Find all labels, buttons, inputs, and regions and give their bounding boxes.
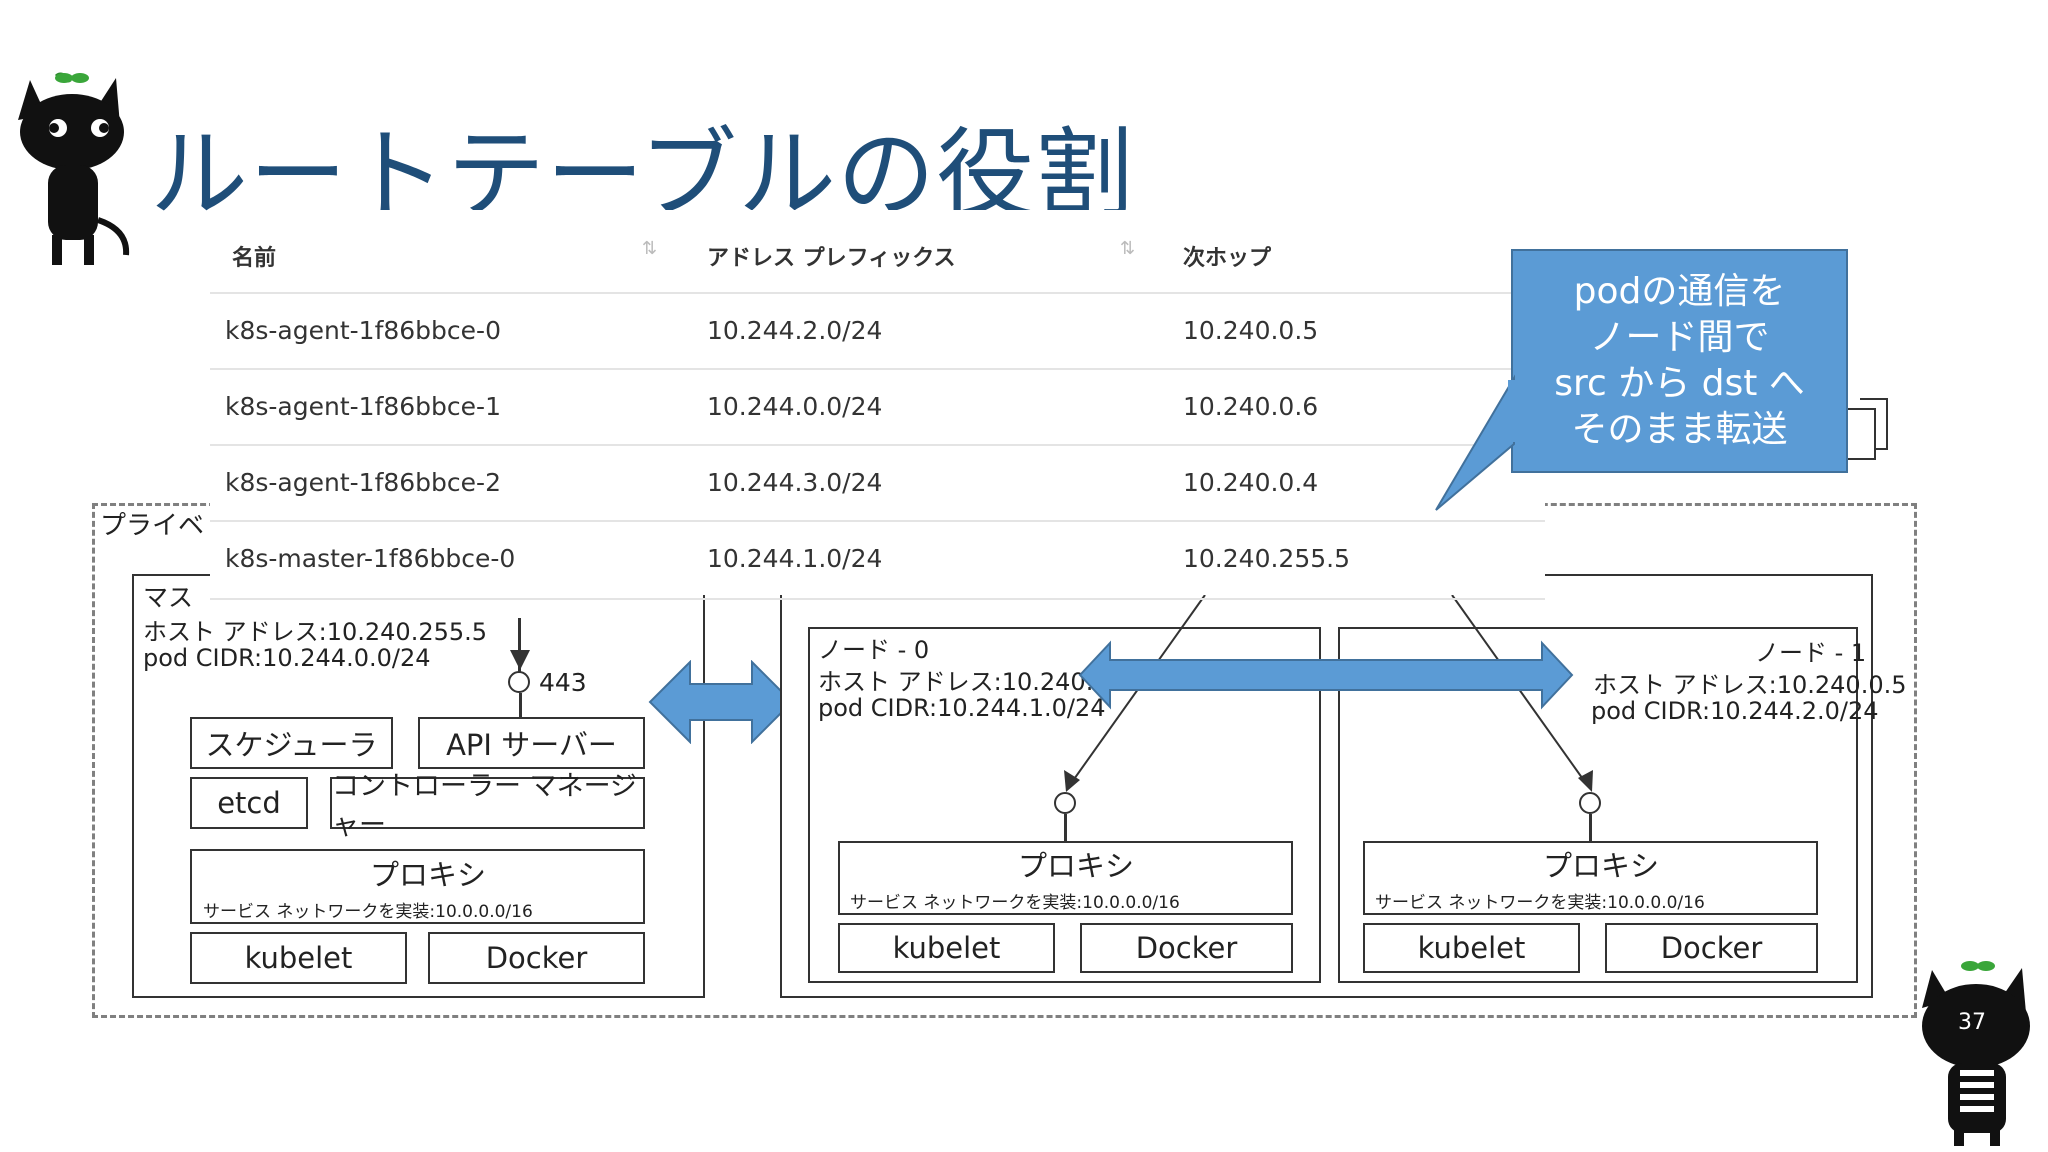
node0-label: ノード - 0: [818, 636, 930, 664]
node-to-node-double-arrow-icon: [1078, 640, 1574, 710]
node0-kubelet-box: kubelet: [838, 923, 1055, 973]
private-network-label: プライベ: [100, 511, 205, 541]
node0-host-address: ホスト アドレス:10.240.0.4: [818, 668, 1132, 696]
node1-host-address: ホスト アドレス:10.240.0.5: [1593, 671, 1907, 699]
table-row[interactable]: k8s-agent-1f86bbce-2 10.244.3.0/24 10.24…: [210, 444, 1545, 522]
callout-shape: [1435, 249, 1848, 511]
master-port-circle: [508, 671, 530, 693]
scheduler-box: スケジューラ: [190, 717, 393, 769]
cell-next-hop: 10.240.0.5: [1183, 316, 1319, 345]
master-node-double-arrow-icon: [648, 660, 794, 744]
master-proxy-note: サービス ネットワークを実装:10.0.0.0/16: [203, 902, 533, 922]
master-label: マス: [143, 583, 194, 612]
cell-name: k8s-agent-1f86bbce-0: [225, 316, 501, 345]
node0-pod-cidr: pod CIDR:10.244.1.0/24: [818, 694, 1106, 722]
cell-prefix: 10.244.2.0/24: [707, 316, 883, 345]
route-table: 名前 ⇅ アドレス プレフィックス ⇅ 次ホップ k8s-agent-1f86b…: [210, 210, 1545, 600]
cell-prefix: 10.244.1.0/24: [707, 544, 883, 573]
cell-prefix: 10.244.3.0/24: [707, 468, 883, 497]
master-proxy-box: [190, 849, 645, 924]
callout-text: podの通信を ノード間で src から dst へ そのまま転送: [1512, 250, 1847, 472]
cell-name: k8s-agent-1f86bbce-1: [225, 392, 501, 421]
node1-proxy-note: サービス ネットワークを実装:10.0.0.0/16: [1375, 893, 1705, 913]
node1-port-circle: [1579, 792, 1601, 814]
callout-line: podの通信を: [1573, 271, 1786, 312]
master-arrow-head-icon: [510, 650, 530, 670]
callout-line: src から dst へ: [1554, 363, 1805, 404]
master-port-connector: [519, 693, 522, 717]
cell-name: k8s-agent-1f86bbce-2: [225, 468, 501, 497]
node0-port-connector: [1064, 814, 1067, 842]
master-host-address: ホスト アドレス:10.240.255.5: [143, 618, 488, 646]
cell-prefix: 10.244.0.0/24: [707, 392, 883, 421]
node1-pod-cidr: pod CIDR:10.244.2.0/24: [1591, 697, 1879, 725]
cell-next-hop: 10.240.0.4: [1183, 468, 1319, 497]
header-next-hop[interactable]: 次ホップ: [1183, 246, 1272, 271]
master-kubelet-box: kubelet: [190, 932, 407, 984]
cell-next-hop: 10.240.255.5: [1183, 544, 1350, 573]
node1-kubelet-box: kubelet: [1363, 923, 1580, 973]
cell-name: k8s-master-1f86bbce-0: [225, 544, 516, 573]
sort-name-icon[interactable]: ⇅: [642, 238, 658, 259]
master-pod-cidr: pod CIDR:10.244.0.0/24: [143, 644, 431, 672]
stack-decoration: [1848, 408, 1876, 460]
table-row[interactable]: k8s-agent-1f86bbce-0 10.244.2.0/24 10.24…: [210, 292, 1545, 370]
cat-mascot-icon: [18, 72, 130, 265]
etcd-box: etcd: [190, 777, 308, 829]
node1-proxy-label: プロキシ: [1543, 849, 1660, 883]
node1-label: ノード - 1: [1755, 639, 1867, 667]
node0-proxy-note: サービス ネットワークを実装:10.0.0.0/16: [850, 893, 1180, 913]
node0-port-circle: [1054, 792, 1076, 814]
master-port-label: 443: [539, 668, 587, 697]
header-address-prefix[interactable]: アドレス プレフィックス: [707, 246, 956, 271]
sort-prefix-icon[interactable]: ⇅: [1120, 238, 1136, 259]
cell-next-hop: 10.240.0.6: [1183, 392, 1319, 421]
node1-proxy-box: [1363, 841, 1818, 915]
node1-docker-box: Docker: [1605, 923, 1818, 973]
callout-line: ノード間で: [1589, 317, 1770, 358]
master-docker-box: Docker: [428, 932, 645, 984]
controller-manager-box: コントローラー マネージャー: [330, 771, 645, 841]
callout-line: そのまま転送: [1571, 409, 1788, 450]
header-name[interactable]: 名前: [232, 246, 277, 271]
table-row[interactable]: k8s-agent-1f86bbce-1 10.244.0.0/24 10.24…: [210, 368, 1545, 446]
api-server-box: API サーバー: [418, 717, 645, 769]
node1-port-connector: [1589, 814, 1592, 842]
node0-proxy-box: [838, 841, 1293, 915]
master-arrow-line: [518, 618, 521, 673]
node0-docker-box: Docker: [1080, 923, 1293, 973]
table-row[interactable]: k8s-master-1f86bbce-0 10.244.1.0/24 10.2…: [210, 520, 1545, 600]
page-number: 37: [1958, 1010, 1986, 1035]
node0-proxy-label: プロキシ: [1018, 849, 1135, 883]
master-proxy-label: プロキシ: [370, 858, 487, 892]
cat-page-number-icon: [1922, 961, 2030, 1146]
